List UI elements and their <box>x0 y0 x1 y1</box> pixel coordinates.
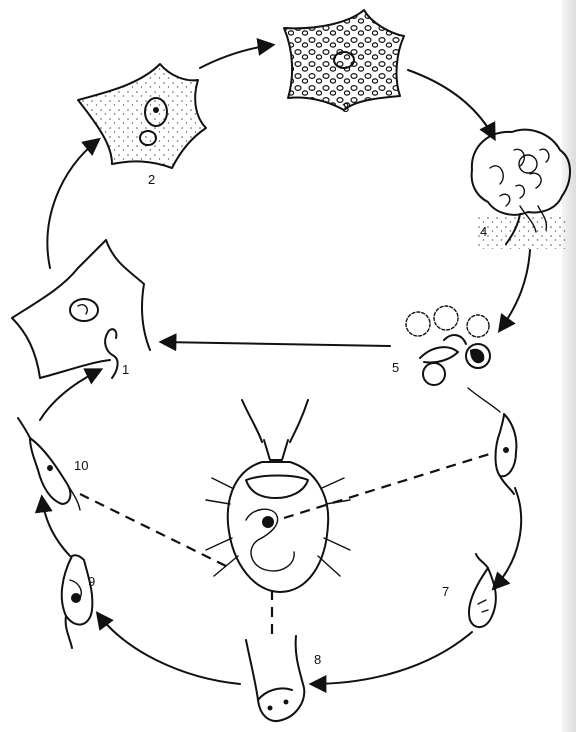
arrow-3-to-4 <box>408 70 494 138</box>
stage-8-flagellate <box>246 636 304 721</box>
dashed-line-to-6 <box>284 452 496 518</box>
stage-5-label: 5 <box>392 360 399 375</box>
dashed-line-to-10 <box>80 494 226 566</box>
stage-6-flagellate <box>496 414 517 494</box>
stage-3-cell-full <box>284 10 404 110</box>
stage-10-label: 10 <box>74 458 88 473</box>
stage-8-label: 8 <box>314 652 321 667</box>
stage-2-infected-cell <box>78 64 206 168</box>
arrow-10-to-1 <box>40 370 100 420</box>
stage-10-flagellate <box>18 418 80 510</box>
stage-5-free-parasites <box>406 306 490 385</box>
stage-9-flagellate <box>62 555 93 648</box>
stage-1-flagellate <box>105 329 118 378</box>
stage-7-label: 7 <box>442 584 449 599</box>
arrow-8-to-9 <box>98 614 240 684</box>
arrow-5-to-1 <box>162 342 390 346</box>
arrow-7-to-8 <box>312 632 472 684</box>
stage-4-label: 4 <box>480 224 487 239</box>
vector-tick <box>206 400 350 592</box>
stage-2-label: 2 <box>148 172 155 187</box>
stage-3-label: 3 <box>342 100 349 115</box>
arrow-2-to-3 <box>200 45 272 68</box>
stage-9-label: 9 <box>88 574 95 589</box>
arrow-1-to-2 <box>47 140 98 268</box>
arrow-9-to-10 <box>42 498 70 556</box>
vector-connectors <box>80 452 496 640</box>
stage-7-flagellate <box>469 554 496 627</box>
stage-1-label: 1 <box>122 362 129 377</box>
stage-1-host-cell <box>12 240 150 378</box>
arrow-6-to-7 <box>494 488 521 588</box>
stage-labels: 1 2 3 4 5 7 8 9 10 <box>74 100 487 667</box>
arrow-4-to-5 <box>500 250 530 330</box>
arrow-5-to-6 <box>468 388 500 412</box>
